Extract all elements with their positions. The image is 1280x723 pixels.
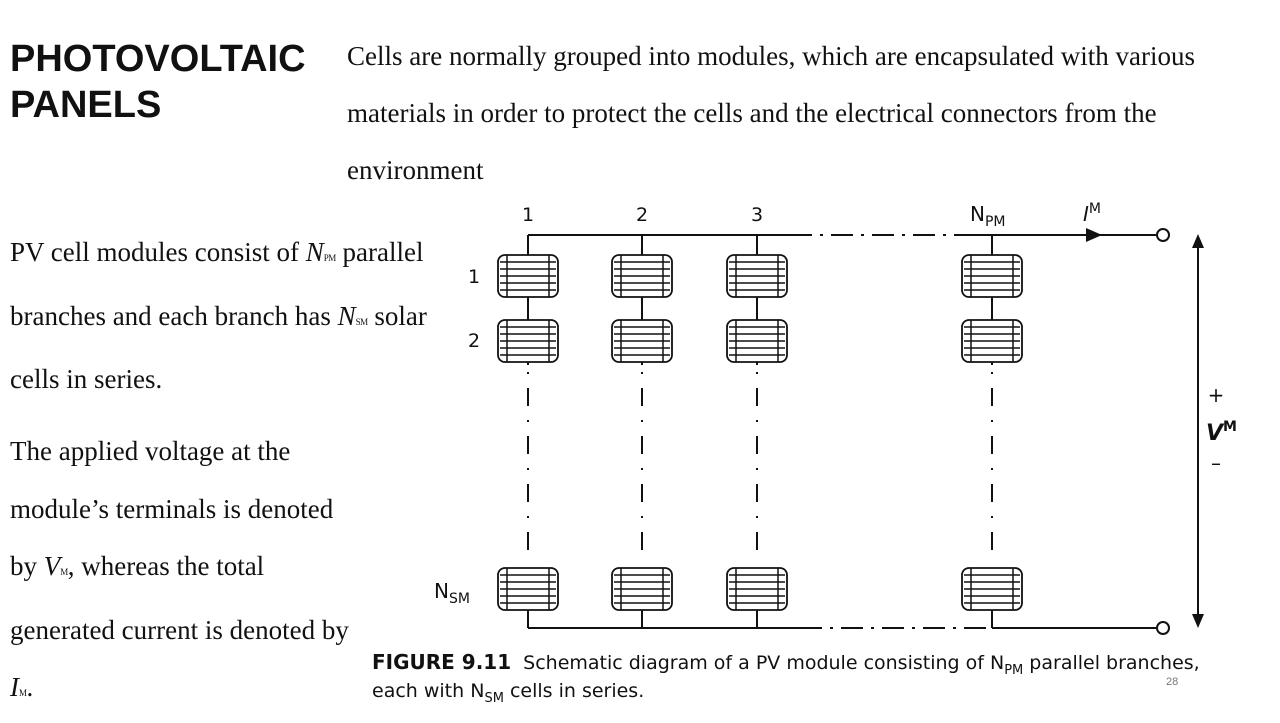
branch-3	[726, 235, 788, 628]
voltage-plus-sign: +	[1208, 383, 1225, 407]
im-subscript: M	[19, 688, 27, 698]
cell-block-npm-nsm	[961, 567, 1023, 611]
current-arrow-icon	[1086, 228, 1102, 242]
vm-subscript: M	[60, 567, 68, 577]
npm-variable: N	[305, 237, 324, 267]
npm-subscript: PM	[323, 253, 337, 263]
voltage-arrow-up-icon	[1192, 234, 1204, 248]
row-label-1: 1	[468, 266, 480, 288]
row-label-2: 2	[468, 330, 480, 352]
modules-text-a: PV cell modules consist of	[10, 237, 306, 267]
figure-caption-line-2: each with NSM cells in series.	[372, 680, 644, 706]
modules-paragraph: PV cell modules consist of NPM parallel …	[10, 224, 450, 409]
slide-title: PHOTOVOLTAIC PANELS	[10, 38, 306, 126]
cell-block-2-2	[611, 319, 673, 363]
page-number: 28	[1166, 676, 1179, 688]
modules-text-c: solar cells in series.	[10, 300, 427, 395]
cell-block-2-1	[611, 254, 673, 298]
pv-module-schematic: 1 2 3 NPM IM 1 2 NSM	[372, 201, 1237, 706]
cell-block-2-nsm	[611, 567, 673, 611]
cell-block-npm-1	[961, 254, 1023, 298]
cell-block-1-2	[497, 319, 559, 363]
intro-paragraph: Cells are normally grouped into modules,…	[347, 41, 1196, 185]
voltage-text-a: The applied voltage at the module’s term…	[10, 436, 334, 581]
cell-block-3-2	[726, 319, 788, 363]
positive-terminal	[1156, 228, 1170, 242]
voltage-label: VM	[1206, 419, 1237, 446]
npm-column-label: NPM	[970, 202, 1006, 230]
modules-text-b: parallel branches and each branch has	[10, 237, 424, 331]
nsm-row-label: NSM	[434, 579, 470, 607]
branch-npm	[961, 235, 1023, 628]
column-label-2: 2	[636, 204, 648, 226]
branch-1	[497, 235, 559, 628]
im-variable: I	[10, 672, 19, 702]
cell-block-3-nsm	[726, 567, 788, 611]
cell-block-1-nsm	[497, 567, 559, 611]
voltage-arrow	[1192, 234, 1204, 628]
current-label: IM	[1083, 201, 1101, 226]
cell-block-3-1	[726, 254, 788, 298]
negative-terminal	[1156, 621, 1170, 635]
voltage-paragraph: The applied voltage at the module’s term…	[10, 423, 350, 723]
column-label-1: 1	[522, 204, 534, 226]
nsm-variable: N	[337, 300, 356, 331]
voltage-text-c: .	[26, 672, 34, 702]
voltage-arrow-down-icon	[1192, 614, 1204, 628]
column-label-3: 3	[751, 204, 763, 226]
vm-variable: V	[43, 551, 61, 581]
voltage-minus-sign: –	[1211, 451, 1221, 475]
cell-block-1-1	[497, 254, 559, 298]
branch-2	[611, 235, 673, 628]
cell-block-npm-2	[961, 319, 1023, 363]
nsm-subscript: SM	[355, 316, 369, 327]
voltage-text-b: , whereas the total generated current is…	[10, 551, 349, 645]
